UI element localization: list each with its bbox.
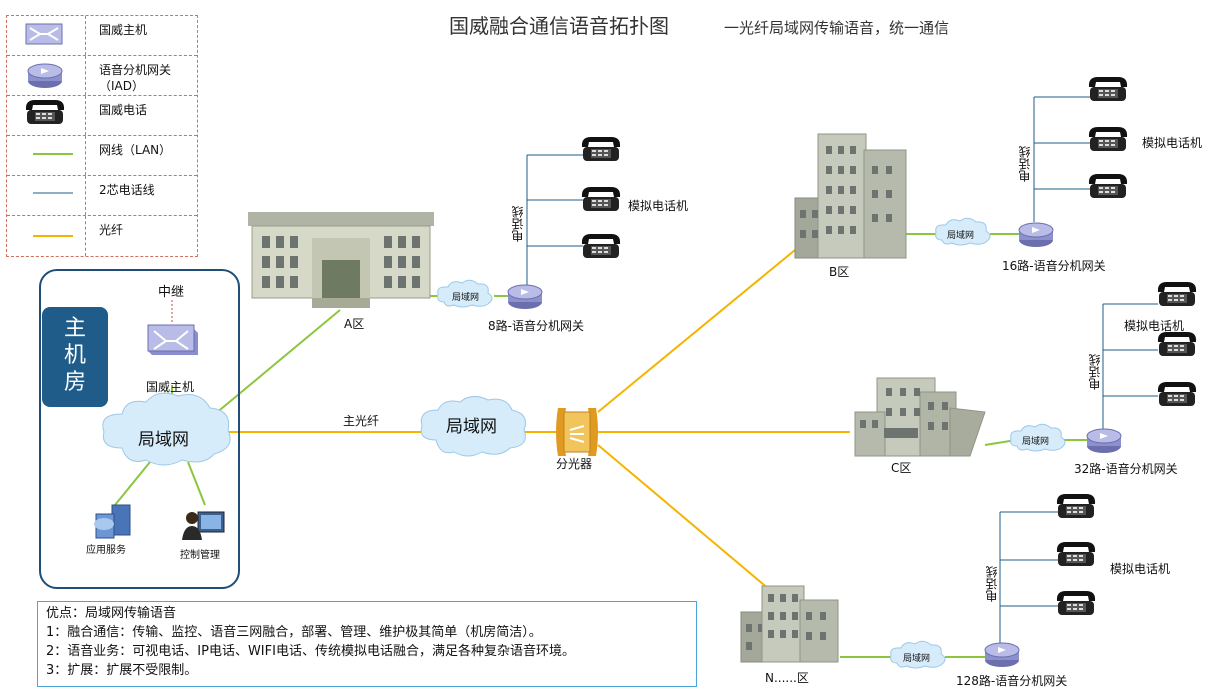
zone-a-phones-label: 模拟电话机 <box>628 199 689 213</box>
lan-links <box>114 233 1090 658</box>
legend-label: 网线（LAN） <box>99 143 172 157</box>
main-room-badge-text: 主 机 房 <box>63 316 86 395</box>
phone-icon <box>1088 127 1128 151</box>
advantages-title: 优点：局域网传输语音 <box>46 606 177 621</box>
relay-label: 中继 <box>158 285 185 300</box>
phone-icon <box>1157 332 1197 356</box>
building-n-icon <box>740 585 839 663</box>
zone-b-lan-label: 局域网 <box>947 231 975 241</box>
phone-icon <box>1157 382 1197 406</box>
zone-b-wire-label: 电话线 <box>1018 146 1032 182</box>
zone-a-wire-label: 电话线 <box>511 206 525 242</box>
zone-n-gateway-label: 128路-语音分机网关 <box>956 674 1068 688</box>
advantages-box: 优点：局域网传输语音 1：融合通信：传输、监控、语音三网融合，部署、管理、维护极… <box>37 601 697 687</box>
splitter-icon <box>556 408 598 456</box>
phone-wires <box>526 96 1158 646</box>
zone-b-gateway-icon <box>1018 222 1054 248</box>
building-b-icon <box>794 133 907 259</box>
phone-icon <box>1056 542 1096 566</box>
zone-n-name: N......区 <box>765 671 809 685</box>
zone-a-name: A区 <box>344 317 365 331</box>
legend-item: 2芯电话线 <box>7 176 197 216</box>
zone-b-phones-label: 模拟电话机 <box>1142 136 1203 150</box>
zone-a-gateway-icon <box>507 284 543 310</box>
main-lan-label: 局域网 <box>138 430 189 450</box>
main-room-badge: 主 机 房 <box>42 307 108 407</box>
legend-label: 语音分机网关（IAD） <box>99 63 172 93</box>
diagram-title: 国威融合通信语音拓扑图 <box>449 14 669 38</box>
legend-label: 国威主机 <box>99 23 148 37</box>
host-icon <box>147 324 198 355</box>
legend-label: 光纤 <box>99 223 124 237</box>
backbone-lan-label: 局域网 <box>446 417 497 437</box>
backbone-lan-cloud <box>420 396 526 457</box>
app-server-label: 应用服务 <box>86 545 126 556</box>
zone-a-gateway-label: 8路-语音分机网关 <box>488 319 584 333</box>
fiber-label: 主光纤 <box>343 414 380 428</box>
legend-label: 国威电话 <box>99 103 148 117</box>
legend-host-icon <box>25 23 63 45</box>
advantage-item: 1：融合通信：传输、监控、语音三网融合，部署、管理、维护极其简单（机房简洁）。 <box>46 625 542 640</box>
splitter-label: 分光器 <box>556 457 593 471</box>
phone-icon <box>1088 77 1128 101</box>
phone-icon <box>1056 591 1096 615</box>
zone-c-gateway-icon <box>1086 428 1122 454</box>
zone-n-gateway-icon <box>984 642 1020 668</box>
zone-n-phones-label: 模拟电话机 <box>1110 562 1171 576</box>
zone-c-wire-label: 电话线 <box>1088 354 1102 390</box>
advantage-item: 3：扩展：扩展不受限制。 <box>46 663 198 678</box>
server-icon <box>94 504 131 539</box>
legend-item: 光纤 <box>7 216 197 256</box>
main-lan-cloud <box>102 392 231 466</box>
zone-c-lan-label: 局域网 <box>1022 437 1050 447</box>
phone-icon <box>581 137 621 161</box>
zone-n-lan-label: 局域网 <box>903 654 931 664</box>
phone-icon <box>1056 494 1096 518</box>
building-c-icon <box>854 377 986 457</box>
zone-b-name: B区 <box>829 265 850 279</box>
phone-icon <box>581 234 621 258</box>
legend: 国威主机 语音分机网关（IAD） 国威电话 网线（LAN） 2芯电话线 光纤 <box>6 15 198 257</box>
zone-c-gateway-label: 32路-语音分机网关 <box>1074 462 1178 476</box>
zone-b-gateway-label: 16路-语音分机网关 <box>1002 259 1106 273</box>
control-label: 控制管理 <box>180 550 220 561</box>
operator-icon <box>182 511 225 540</box>
phone-icon <box>1157 282 1197 306</box>
legend-item: 国威主机 <box>7 16 197 56</box>
building-a-icon <box>248 212 434 308</box>
phone-icon <box>1088 174 1128 198</box>
main-room-frame <box>39 269 240 589</box>
zone-c-phones-label: 模拟电话机 <box>1124 319 1185 333</box>
legend-item: 国威电话 <box>7 96 197 136</box>
fiber-links <box>228 249 850 591</box>
legend-item: 语音分机网关（IAD） <box>7 56 197 96</box>
advantage-item: 2：语音业务：可视电话、IP电话、WIFI电话、传统模拟电话融合，满足各种复杂语… <box>46 644 575 659</box>
zone-a-lan-label: 局域网 <box>452 293 480 303</box>
phone-icon <box>581 187 621 211</box>
host-label: 国威主机 <box>146 380 195 394</box>
zone-n-wire-label: 电话线 <box>985 566 999 602</box>
diagram-subtitle: 一光纤局域网传输语音，统一通信 <box>724 19 950 37</box>
zone-c-name: C区 <box>891 461 912 475</box>
legend-label: 2芯电话线 <box>99 183 155 197</box>
legend-item: 网线（LAN） <box>7 136 197 176</box>
